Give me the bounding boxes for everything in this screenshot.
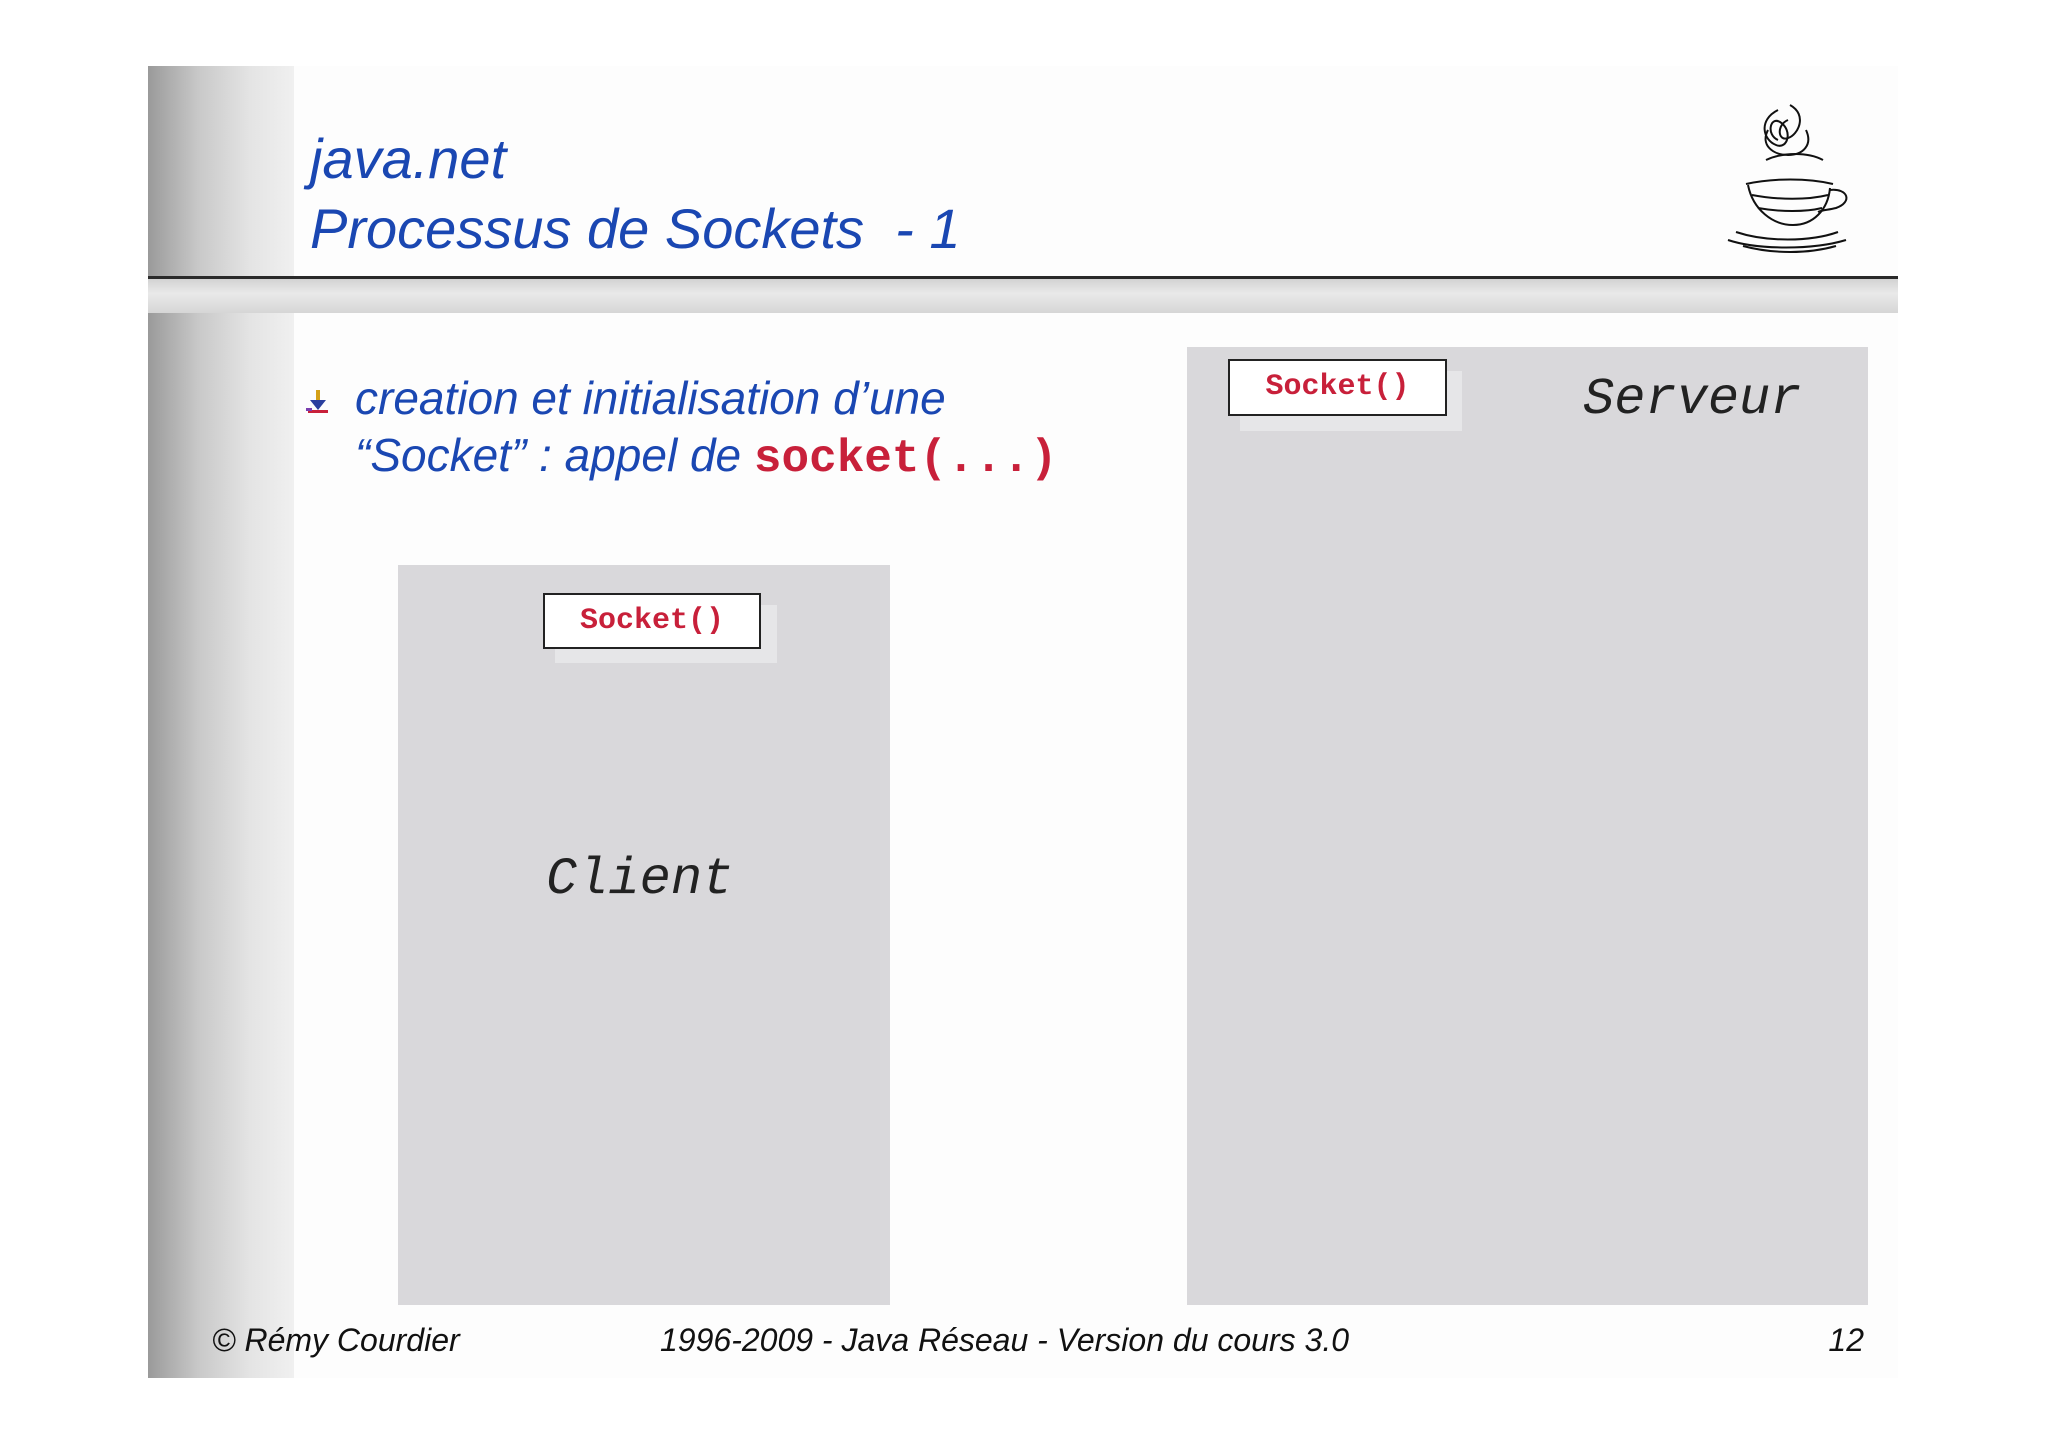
footer-author: © Rémy Courdier (212, 1322, 460, 1358)
bullet-line-2-text: “Socket” : appel de (355, 429, 754, 481)
slide-title: java.net Processus de Sockets - 1 (310, 124, 961, 264)
left-gradient-bar (148, 66, 294, 1378)
bullet-item: creation et initialisation d’une “Socket… (355, 370, 1058, 488)
client-socket-box: Socket() (543, 593, 761, 649)
client-panel (398, 565, 890, 1305)
bullet-line-1: creation et initialisation d’une (355, 372, 946, 424)
footer-course: 1996-2009 - Java Réseau - Version du cou… (660, 1322, 1349, 1358)
header-divider (148, 276, 1898, 279)
header-gradient-bar (148, 277, 1898, 313)
socket-call-code: socket(...) (753, 433, 1058, 485)
java-coffee-cup-icon (1727, 104, 1848, 253)
slide-title-line-2: Processus de Sockets - 1 (310, 197, 961, 260)
bullet-line-2: “Socket” : appel de socket(...) (355, 427, 1058, 488)
server-socket-box: Socket() (1228, 359, 1447, 416)
server-panel (1187, 347, 1868, 1305)
server-label: Serveur (1583, 370, 1802, 429)
footer-page-number: 12 (1828, 1322, 1864, 1358)
slide-title-line-1: java.net (310, 127, 507, 190)
bullet-arrow-icon (306, 390, 328, 413)
client-label: Client (546, 850, 734, 909)
